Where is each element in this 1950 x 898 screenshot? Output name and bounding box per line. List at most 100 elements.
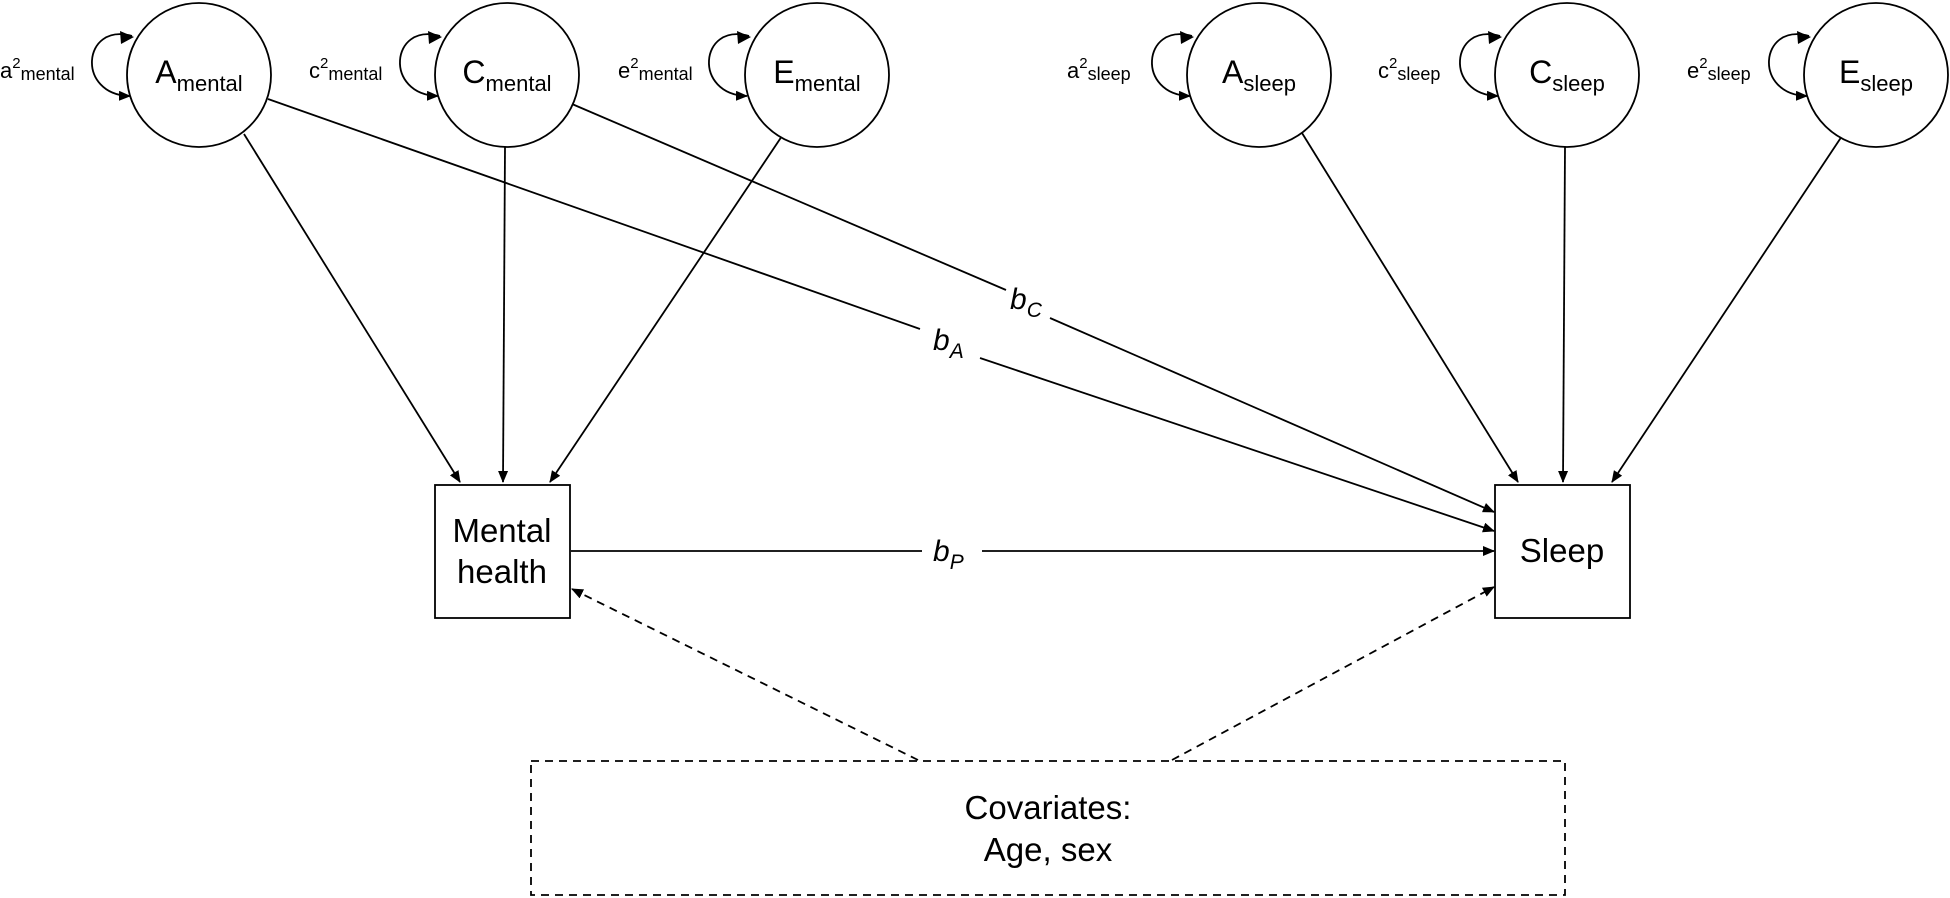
edges (243, 98, 1843, 761)
factor-subscript: mental (795, 71, 861, 96)
factor-circle (1494, 2, 1640, 148)
svg-text:Asleep: Asleep (1222, 54, 1296, 96)
loop-arrow-e-sleep (1797, 31, 1811, 44)
path-subscript: P (950, 551, 964, 574)
path-main: b (1010, 283, 1027, 316)
edge-c-mental-to-mental-health (498, 146, 509, 483)
factor-letter: C (462, 54, 485, 90)
variance-label-a-mental: a2mental (0, 55, 75, 84)
loop-arrow-a-mental (120, 31, 134, 44)
latent-factor-c-sleep: Csleep (1494, 2, 1640, 148)
path-label-bc: bC (1010, 283, 1043, 322)
variance-superscript: 2 (320, 55, 328, 72)
variance-loop-c-sleep (1459, 33, 1501, 101)
covariates: Covariates: Age, sex (530, 760, 1566, 896)
variance-superscript: 2 (1389, 55, 1397, 72)
latent-factor-a-mental: Amental (126, 2, 272, 148)
variance-loop-a-mental (91, 33, 133, 101)
svg-text:Emental: Emental (773, 54, 860, 96)
observed-sleep: Sleep (1494, 484, 1631, 619)
latent-factor-e-sleep: Esleep (1803, 2, 1949, 148)
factor-subscript: sleep (1243, 71, 1296, 96)
variance-subscript: sleep (1708, 64, 1751, 84)
factor-subscript: sleep (1552, 71, 1605, 96)
variance-subscript: sleep (1397, 64, 1440, 84)
path-label-ba: bA (933, 324, 964, 363)
edge-e-mental-to-mental-health (549, 135, 783, 483)
factor-letter: E (1839, 54, 1860, 90)
path-main: b (933, 535, 950, 568)
factor-circle (1803, 2, 1949, 148)
path-subscript: A (948, 340, 964, 363)
mental-health-box (434, 484, 571, 619)
loop-arrow-a-sleep (1180, 31, 1194, 44)
svg-text:Amental: Amental (155, 54, 242, 96)
edge-covariates-to-mental-health (571, 588, 919, 761)
svg-text:Cmental: Cmental (462, 54, 551, 96)
latent-factor-c-mental: Cmental (434, 2, 580, 148)
factor-letter: A (155, 54, 177, 90)
edge-bc-segment-2 (1049, 317, 1495, 513)
variance-loop-a-sleep (1151, 33, 1193, 101)
edge-a-mental-to-mental-health (243, 133, 461, 483)
edge-c-sleep-to-sleep (1558, 146, 1569, 483)
variance-label-e-mental: e2mental (618, 55, 693, 84)
factor-subscript: mental (177, 71, 243, 96)
path-label-bp: bP (933, 535, 964, 574)
mental-health-line-1: Mental (452, 512, 551, 549)
path-main: b (933, 324, 950, 357)
variance-subscript: mental (21, 64, 75, 84)
edge-ba-segment-1 (267, 98, 921, 330)
variance-superscript: 2 (1699, 55, 1707, 72)
latent-factor-e-mental: Emental (744, 2, 890, 148)
variance-loop-e-mental (708, 33, 750, 101)
variance-label-a-sleep: a2sleep (1067, 55, 1131, 84)
loop-arrow-c-sleep (1488, 31, 1502, 44)
sleep-box (1494, 484, 1631, 619)
covariates-line-1: Covariates: (965, 789, 1132, 826)
loop-arrow-e-mental (737, 31, 751, 44)
edge-ba-segment-2 (979, 357, 1495, 533)
svg-text:Csleep: Csleep (1529, 54, 1605, 96)
factor-letter: C (1529, 54, 1552, 90)
variance-label-e-sleep: e2sleep (1687, 55, 1751, 84)
factor-subscript: mental (486, 71, 552, 96)
variance-letter: e (1687, 58, 1699, 83)
covariates-line-2: Age, sex (984, 831, 1113, 868)
covariates-box (530, 760, 1566, 896)
factor-subscript: sleep (1860, 71, 1913, 96)
latent-factor-a-sleep: Asleep (1186, 2, 1332, 148)
factor-circle (1186, 2, 1332, 148)
variance-superscript: 2 (630, 55, 638, 72)
edge-covariates-to-sleep (1171, 586, 1495, 761)
edge-e-sleep-to-sleep (1611, 135, 1843, 483)
factor-circle (126, 2, 272, 148)
variance-superscript: 2 (12, 55, 20, 72)
variance-label-c-mental: c2mental (309, 55, 382, 84)
variance-superscript: 2 (1079, 55, 1087, 72)
loop-arrow-c-mental (428, 31, 442, 44)
svg-text:Esleep: Esleep (1839, 54, 1913, 96)
variance-subscript: sleep (1088, 64, 1131, 84)
variance-letter: c (1378, 58, 1389, 83)
variance-subscript: mental (328, 64, 382, 84)
factor-circle (744, 2, 890, 148)
variance-subscript: mental (639, 64, 693, 84)
observed-mental-health: Mental health (434, 484, 571, 619)
factor-letter: A (1222, 54, 1244, 90)
variance-letter: c (309, 58, 320, 83)
variance-loops (91, 31, 1811, 101)
factor-letter: E (773, 54, 794, 90)
edge-a-sleep-to-sleep (1301, 132, 1519, 483)
variance-loop-c-mental (399, 33, 441, 101)
path-subscript: C (1027, 299, 1043, 322)
variance-loop-e-sleep (1768, 33, 1810, 101)
variance-label-c-sleep: c2sleep (1378, 55, 1440, 84)
mental-health-line-2: health (457, 553, 547, 590)
variance-letter: a (0, 58, 13, 83)
edge-bc-segment-1 (571, 103, 1007, 291)
factor-circle (434, 2, 580, 148)
variance-letter: e (618, 58, 630, 83)
variance-letter: a (1067, 58, 1080, 83)
